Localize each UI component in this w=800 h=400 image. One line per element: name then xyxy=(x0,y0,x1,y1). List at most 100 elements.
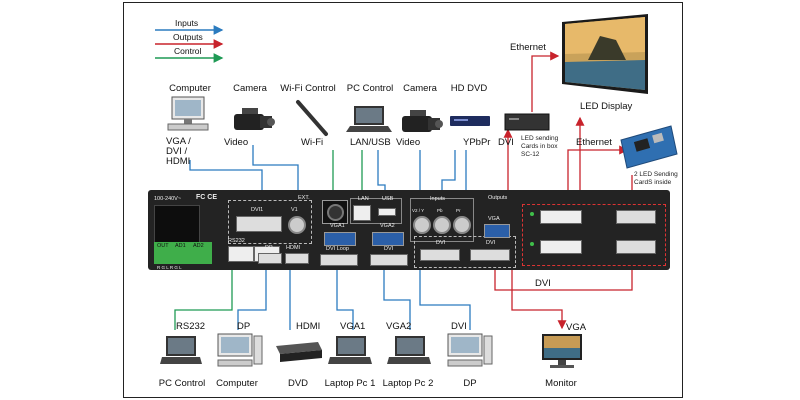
card1-dvi-port xyxy=(616,210,656,224)
sending-cards-label: 2 LED Sending CardS inside xyxy=(634,171,678,186)
ext-input-group xyxy=(228,200,312,244)
bnc-pb xyxy=(433,216,451,234)
laptop2-label: Laptop Pc 2 xyxy=(382,378,434,389)
lan-port xyxy=(353,205,371,221)
card2-ethernet-ports xyxy=(540,240,582,254)
vga2-port xyxy=(372,232,404,246)
vga2-label: VGA2 xyxy=(386,321,412,332)
dvi1-port xyxy=(236,216,282,232)
computer-bottom-icon xyxy=(217,333,263,367)
led-display-label: LED Display xyxy=(580,101,633,112)
dvi-loop-port xyxy=(320,254,358,266)
ext-label: EXT. xyxy=(298,195,310,201)
sending-card-slot xyxy=(522,204,666,266)
dvd-label: DVD xyxy=(287,378,309,389)
rs232-label: RS232 xyxy=(176,321,206,332)
legend-inputs-label: Inputs xyxy=(175,18,199,28)
camera2-port-label: Video xyxy=(396,137,421,148)
ethernet-top-label: Ethernet xyxy=(510,42,546,53)
wire-rs232 xyxy=(174,260,237,330)
audio-out-label: OUT xyxy=(157,243,169,249)
lan-label: LAN xyxy=(358,196,369,202)
outputs-group xyxy=(414,236,516,268)
rs232-port xyxy=(228,246,254,262)
wire-camera1 xyxy=(252,145,303,210)
sending-box-icon xyxy=(504,113,550,131)
monitor-label: Monitor xyxy=(545,378,577,389)
wire-ethernet-to-led xyxy=(531,51,560,112)
sending-box-label: LED sending Cards in box SC-12 xyxy=(521,135,559,158)
camera2-icon xyxy=(402,110,443,132)
wifi-socket-knob xyxy=(327,204,344,221)
dvi-label: DVI xyxy=(451,321,467,332)
vga1-panel-label: VGA1 xyxy=(330,223,345,229)
hdmi-port xyxy=(285,253,309,264)
hdmi-panel-label: HDMI xyxy=(286,245,301,251)
camera1-icon xyxy=(234,108,275,130)
usb-label: USB xyxy=(382,196,394,202)
dp-label: DP xyxy=(237,321,251,332)
vga-output-label: VGA xyxy=(566,322,587,333)
hd-dvd-port-label: YPbPr xyxy=(463,137,491,148)
laptop2-icon xyxy=(387,336,431,364)
sending-card-icon xyxy=(620,125,678,169)
card1-led xyxy=(530,212,534,216)
pc-control-laptop-bottom-icon xyxy=(160,336,202,364)
vga-out-panel-label: VGA xyxy=(488,216,500,222)
dvd-player-icon xyxy=(276,342,322,362)
ethernet-right-label: Ethernet xyxy=(576,137,612,148)
bnc-v2y xyxy=(413,216,431,234)
computer-icon xyxy=(167,96,209,131)
pc-control-laptop-icon xyxy=(346,106,392,132)
camera1-port-label: Video xyxy=(224,137,249,148)
wire-dvi-bottom xyxy=(415,260,471,330)
lan-usb-group xyxy=(350,198,402,224)
audio-terminal-block xyxy=(154,242,212,264)
vga1-label: VGA1 xyxy=(340,321,366,332)
card2-dvi-port xyxy=(616,240,656,254)
led-display-icon xyxy=(562,14,648,94)
v1-label: V1 xyxy=(291,207,298,213)
laptop1-icon xyxy=(328,336,372,364)
audio-ad2-label: AD2 xyxy=(193,243,204,249)
hd-dvd-label: HD DVD xyxy=(450,83,488,94)
camera1-label: Camera xyxy=(233,83,267,94)
card2-led xyxy=(530,242,534,246)
wifi-port-label: Wi-Fi xyxy=(301,137,324,148)
wire-ethernet-to-cards xyxy=(567,145,629,200)
legend-control-label: Control xyxy=(174,46,202,56)
wire-computer xyxy=(189,160,267,210)
bnc-inputs-group xyxy=(410,198,474,242)
hd-dvd-player-icon xyxy=(450,116,490,126)
wire-vga-to-monitor xyxy=(511,240,567,330)
pc-control-label: PC Control xyxy=(346,83,394,94)
dvi-in-port xyxy=(370,254,408,266)
dp-panel-label: DP xyxy=(265,245,273,251)
vga-out-port xyxy=(484,224,510,238)
usb-port xyxy=(378,208,396,216)
wifi-control-label: Wi-Fi Control xyxy=(280,83,336,94)
dvi1-label: DVI1 xyxy=(251,207,264,213)
computer-bottom-label: Computer xyxy=(216,378,258,389)
dp-device-label: DP xyxy=(463,378,477,389)
v2y-label: V2 / Y xyxy=(412,208,425,213)
dvi-out2-port xyxy=(470,249,510,261)
rs232-panel-label: RS232 xyxy=(228,238,245,244)
pb-label: Pb xyxy=(437,208,443,213)
computer-ports-label: VGA / DVI / HDMI xyxy=(166,136,191,167)
power-socket xyxy=(154,205,200,243)
pc-control-bottom-label: PC Control xyxy=(158,378,206,389)
audio-ad1-label: AD1 xyxy=(175,243,186,249)
wifi-antenna-icon xyxy=(296,100,328,136)
dp-computer-icon xyxy=(447,333,493,367)
sending-box-dvi-label: DVI xyxy=(498,137,514,148)
wire-vga1 xyxy=(332,250,354,330)
bnc-pr xyxy=(453,216,471,234)
vga1-port xyxy=(324,232,356,246)
dvi-out1-label: DVI xyxy=(436,240,446,246)
v1-port xyxy=(288,216,306,234)
laptop1-label: Laptop Pc 1 xyxy=(324,378,376,389)
monitor-icon xyxy=(542,334,582,368)
dvi-out2-label: DVI xyxy=(486,240,496,246)
